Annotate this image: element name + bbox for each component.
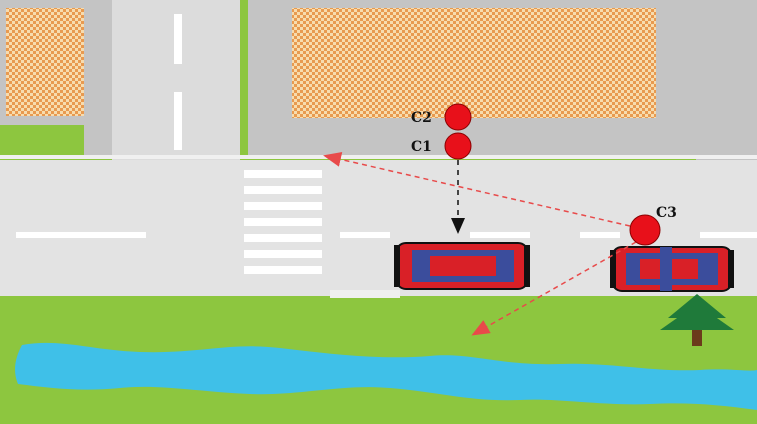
building-right <box>240 0 757 160</box>
building-left <box>0 0 112 160</box>
person-icon <box>445 104 471 130</box>
curb-line <box>0 155 757 159</box>
car-icon <box>610 247 734 291</box>
label-c2: C2 <box>411 110 432 126</box>
car-icon <box>394 243 530 289</box>
label-c1: C1 <box>411 139 432 155</box>
sidewalk-bottom-edge <box>330 290 400 298</box>
person-icon <box>445 133 471 159</box>
label-c3: C3 <box>656 205 677 221</box>
